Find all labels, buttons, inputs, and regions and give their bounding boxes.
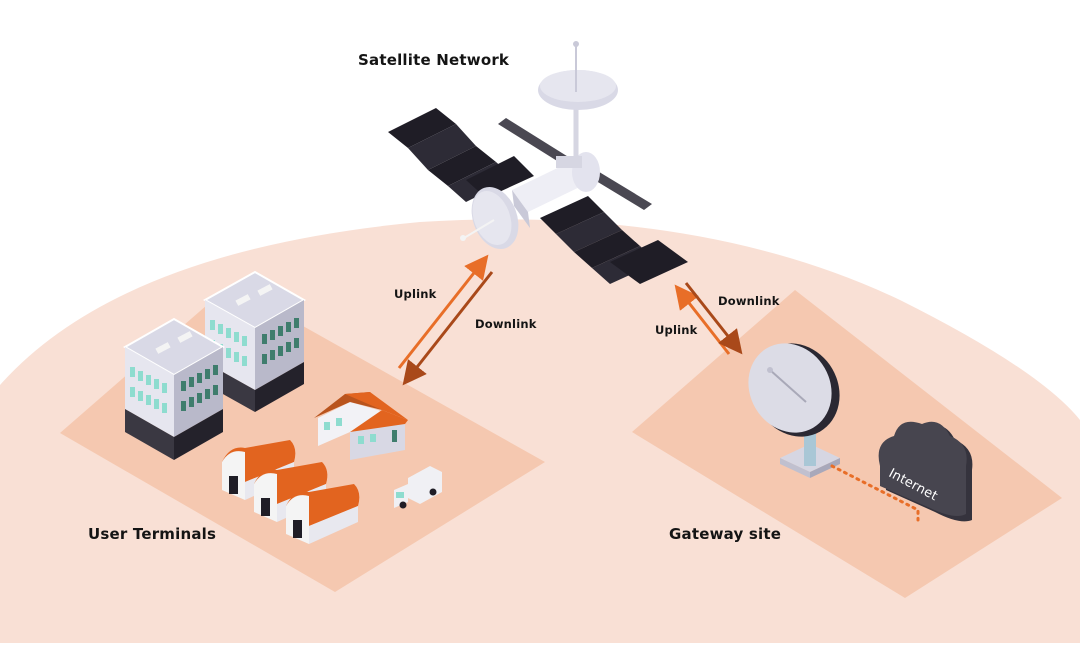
right-downlink-arrow xyxy=(684,282,743,355)
office-building-front xyxy=(122,317,226,460)
gateway-site-label: Gateway site xyxy=(669,525,782,543)
left-uplink-label: Uplink xyxy=(394,287,437,301)
left-downlink-arrow xyxy=(402,271,494,386)
solar-panel-right xyxy=(540,196,688,284)
house xyxy=(314,392,408,460)
user-terminals-label: User Terminals xyxy=(88,525,217,543)
left-uplink-arrow xyxy=(397,254,489,369)
internet-cloud-icon xyxy=(878,421,973,522)
right-downlink-label: Downlink xyxy=(718,294,780,308)
hangars xyxy=(222,440,360,544)
thin-panel-left xyxy=(498,118,570,164)
diagram-title: Satellite Network xyxy=(358,51,510,69)
gateway-pad xyxy=(632,290,1062,598)
solar-panel-left xyxy=(388,108,534,202)
right-uplink-label: Uplink xyxy=(655,323,698,337)
dotted-connection xyxy=(830,464,920,522)
office-building-back xyxy=(202,270,307,412)
delivery-truck xyxy=(394,466,442,509)
left-downlink-label: Downlink xyxy=(475,317,537,331)
gateway-dish xyxy=(748,343,840,478)
satellite xyxy=(388,41,688,284)
